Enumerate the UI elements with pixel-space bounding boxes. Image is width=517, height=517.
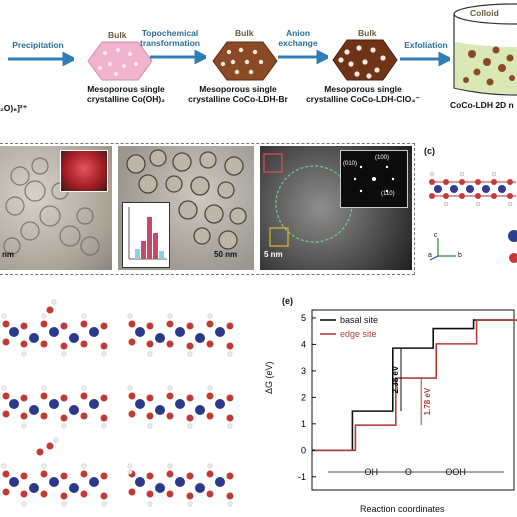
hexagon-crystal-brown — [212, 41, 278, 81]
formula-fragment: ₂O)₆]²⁺ — [0, 103, 28, 113]
series-line-edge — [315, 319, 517, 452]
axis-label-c: c — [434, 232, 438, 239]
beaker-colloid — [453, 3, 517, 96]
step-label: OOH — [445, 467, 466, 477]
stage-tag-bulk: Bulk — [358, 28, 377, 38]
chart-ylabel: ΔG (eV) — [264, 361, 274, 394]
ldh-layer-side-view — [429, 171, 517, 263]
y-tick-label: 0 — [301, 445, 306, 455]
stage-tag-bulk: Bulk — [235, 28, 254, 38]
arrow-label-anion-exchange: Anion exchange — [278, 28, 318, 48]
panel-c-label: (c) — [424, 146, 435, 156]
stage-caption-co-oh2: Mesoporous single crystalline Co(OH)₂ — [87, 84, 165, 104]
arrow-label-exfoliation: Exfoliation — [404, 40, 448, 50]
adsorption-structures — [1, 299, 234, 507]
arrow-icon — [278, 50, 328, 64]
beaker-tag-colloid: Colloid — [470, 8, 499, 18]
y-tick-label: 3 — [301, 366, 306, 376]
inset-size-histogram — [122, 202, 170, 268]
arrow-label-topochemical: Topochemical transformation — [140, 28, 200, 48]
step-label: OH — [365, 467, 379, 477]
legend-label: edge site — [340, 329, 377, 339]
scale-bar-2-label: 50 nm — [214, 250, 238, 259]
axis-label-a: a — [428, 252, 432, 259]
arrow-icon — [8, 52, 74, 66]
reaction-scheme: ₂O)₆]²⁺ Precipitation Bulk Mesoporous si… — [0, 0, 517, 113]
fft-inset: (010) (100) (110) — [340, 150, 408, 208]
annotation-basal: 2.38 eV — [391, 365, 400, 393]
legend-label: basal site — [340, 315, 378, 325]
fft-label-010: (010) — [343, 161, 358, 167]
tem-image-3: (010) (100) (110) 5 nm — [260, 146, 412, 270]
arrow-icon — [150, 50, 206, 64]
arrow-label-precipitation: Precipitation — [12, 40, 64, 50]
panel-e-label: (e) — [282, 296, 293, 306]
y-tick-label: -1 — [298, 472, 306, 482]
chart-xlabel: Reaction coordinates — [360, 504, 445, 514]
tem-image-1: nm — [0, 146, 112, 270]
scale-bar-1-label: nm — [2, 250, 14, 259]
axis-label-b: b — [458, 252, 462, 259]
y-tick-label: 5 — [301, 313, 306, 323]
step-label: O — [405, 467, 412, 477]
y-tick-label: 2 — [301, 392, 306, 402]
y-tick-label: 1 — [301, 419, 306, 429]
stage-caption-ldh-br: Mesoporous single crystalline CoCo-LDH-B… — [188, 84, 288, 104]
tem-image-2: 50 nm — [118, 146, 254, 270]
scale-bar-3-label: 5 nm — [264, 250, 283, 259]
arrow-icon — [400, 52, 450, 66]
y-tick-label: 4 — [301, 339, 306, 349]
energy-chart: -1 0 1 2 3 4 5 basal site edge site 2.38 eV 1.78 e… — [298, 309, 517, 491]
fft-label-110: (110) — [381, 191, 395, 197]
stage-tag-bulk: Bulk — [108, 30, 127, 40]
stage-caption-ldh-clo4: Mesoporous single crystalline CoCo-LDH-C… — [306, 84, 420, 104]
plot-frame — [311, 309, 515, 491]
tem-panel-frame — [0, 143, 415, 275]
hexagon-crystal-dark — [332, 39, 398, 81]
tem-flakes-1 — [3, 157, 100, 256]
beaker-caption: CoCo-LDH 2D n — [450, 100, 514, 110]
tem-flakes-2 — [126, 149, 247, 250]
fft-label-100: (100) — [375, 155, 390, 161]
series-line-basal — [312, 319, 514, 452]
annotation-edge: 1.78 eV — [423, 387, 432, 415]
inset-red-colloid — [60, 150, 108, 192]
hexagon-crystal-pink — [87, 41, 153, 81]
